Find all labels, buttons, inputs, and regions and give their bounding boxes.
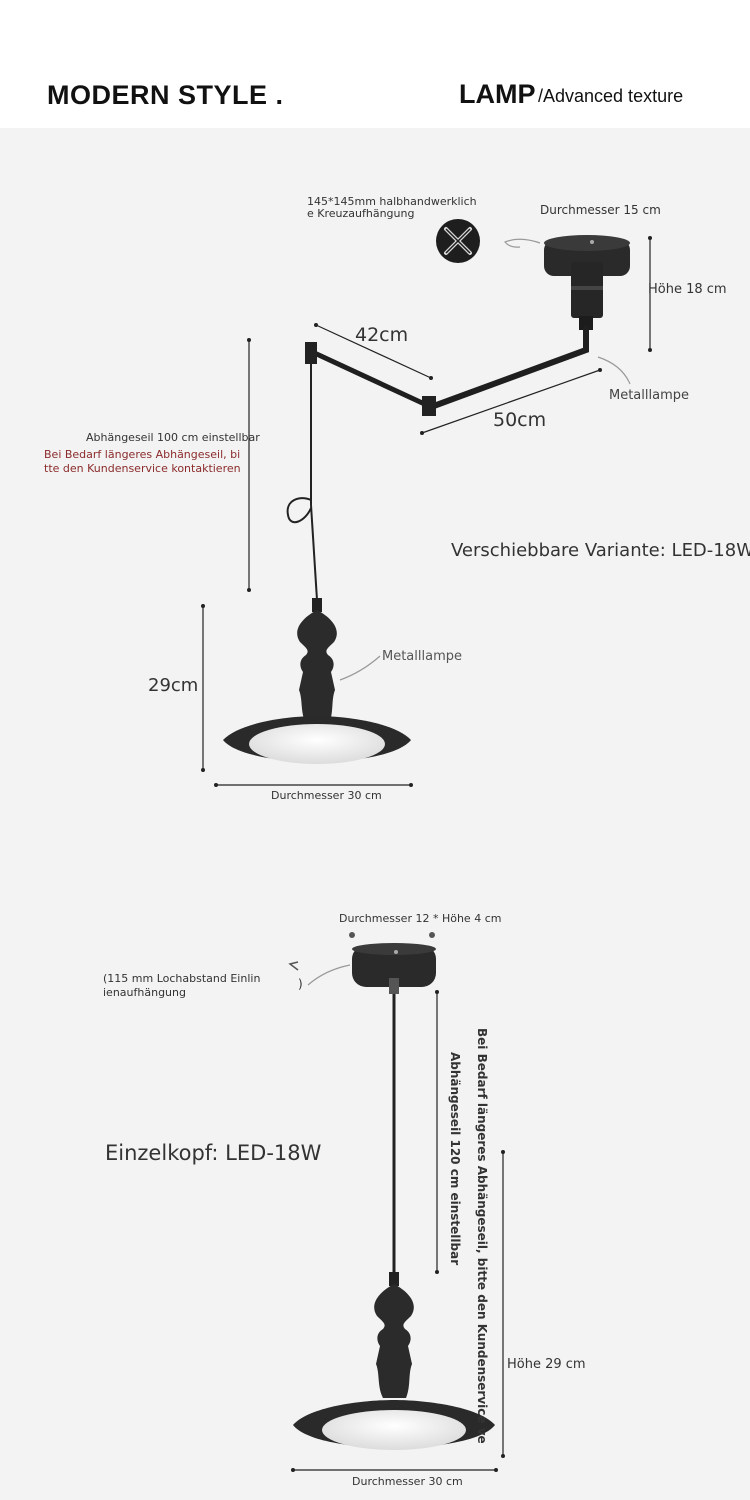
- cable-length-label-v2: Abhängeseil 120 cm einstellbar: [448, 1052, 462, 1266]
- shade-height-label: 29cm: [148, 675, 199, 696]
- header-title: MODERN STYLE .: [47, 80, 284, 110]
- arrow-icon: [597, 356, 631, 385]
- shade-diameter-label-v2: Durchmesser 30 cm: [352, 1475, 463, 1488]
- mount-note-line1-v2: (115 mm Lochabstand Einlin: [103, 972, 261, 985]
- shade-material-label: Metalllampe: [382, 649, 462, 664]
- swing-arm: [305, 325, 589, 416]
- variant2-caption: Einzelkopf: LED-18W: [105, 1141, 322, 1165]
- canopy-size-label: Durchmesser 12 * Höhe 4 cm: [339, 912, 502, 925]
- arm-material-label: Metalllampe: [609, 388, 689, 403]
- lamp-head-v2: [293, 1272, 495, 1450]
- canopy-v1: [544, 235, 630, 330]
- header-banner: MODERN STYLE . LAMP /Advanced texture: [0, 0, 750, 128]
- arrow-icon: [504, 238, 541, 248]
- cross-mount-icon: [436, 219, 480, 263]
- mount-note-line2: e Kreuzaufhängung: [307, 207, 415, 220]
- lamp-head-v1: [223, 598, 411, 764]
- header-subtitle: /Advanced texture: [538, 86, 684, 106]
- canopy-v2: [349, 932, 436, 994]
- arrow-icon: [307, 964, 351, 986]
- cable-v1: [286, 362, 318, 601]
- arrow-icon: [339, 655, 381, 681]
- canopy-height-label: Höhe 18 cm: [648, 282, 727, 297]
- cable-note-v2: Bei Bedarf längeres Abhängeseil, bitte d…: [475, 1028, 489, 1443]
- header-lamp-word: LAMP: [459, 79, 536, 109]
- cable-note-line1: Bei Bedarf längeres Abhängeseil, bi: [44, 448, 241, 461]
- shade-diameter-label: Durchmesser 30 cm: [271, 789, 382, 802]
- canopy-diameter-label: Durchmesser 15 cm: [540, 203, 661, 217]
- arm-short-label: 42cm: [355, 324, 409, 346]
- mount-note-line1: 145*145mm halbhandwerklich: [307, 195, 477, 208]
- mount-note-close: ): [298, 977, 303, 991]
- cable-note-line2: tte den Kundenservice kontaktieren: [44, 462, 241, 475]
- screw-icon: [288, 961, 299, 971]
- variant1-caption: Verschiebbare Variante: LED-18W: [451, 540, 750, 561]
- lamp-height-label-v2: Höhe 29 cm: [507, 1357, 586, 1372]
- arm-long-label: 50cm: [493, 409, 547, 431]
- mount-note-line2-v2: ienaufhängung: [103, 986, 186, 999]
- cable-length-label: Abhängeseil 100 cm einstellbar: [86, 431, 260, 444]
